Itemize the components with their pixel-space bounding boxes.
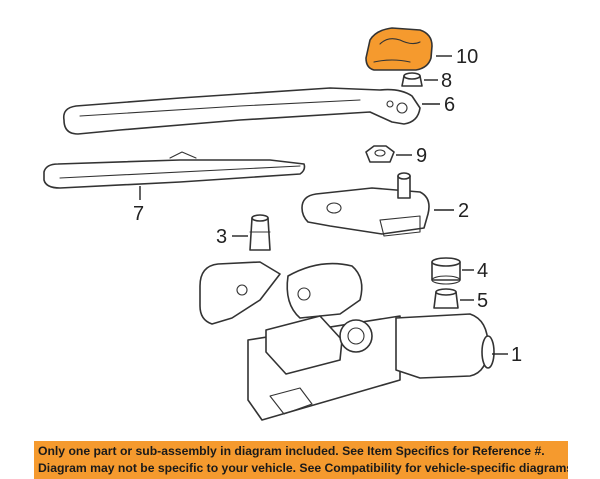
- part-10-cap[interactable]: [365, 27, 433, 71]
- part-8-nut[interactable]: [401, 72, 423, 87]
- callout-9: 9: [416, 145, 427, 167]
- callout-7: 7: [133, 203, 144, 225]
- callout-6: 6: [444, 94, 455, 116]
- part-9-hex-nut[interactable]: [365, 145, 395, 163]
- part-1-motor-assembly[interactable]: [199, 261, 495, 421]
- callout-3: 3: [216, 226, 227, 248]
- callout-5: 5: [477, 290, 488, 312]
- part-6-wiper-arm[interactable]: [62, 87, 421, 135]
- part-5-seal[interactable]: [433, 288, 459, 309]
- notice-line-2: Diagram may not be specific to your vehi…: [38, 461, 568, 475]
- callout-8: 8: [441, 70, 452, 92]
- part-3-grommet[interactable]: [249, 214, 271, 251]
- part-7-wiper-blade[interactable]: [43, 151, 306, 189]
- callout-1: 1: [511, 344, 522, 366]
- notice-line-1: Only one part or sub-assembly in diagram…: [38, 444, 545, 458]
- callout-4: 4: [477, 260, 488, 282]
- callout-10: 10: [456, 46, 478, 68]
- part-2-pivot-assembly[interactable]: [301, 172, 430, 237]
- notice-banner: Only one part or sub-assembly in diagram…: [34, 441, 568, 479]
- part-4-bushing[interactable]: [431, 257, 461, 285]
- callout-2: 2: [458, 200, 469, 222]
